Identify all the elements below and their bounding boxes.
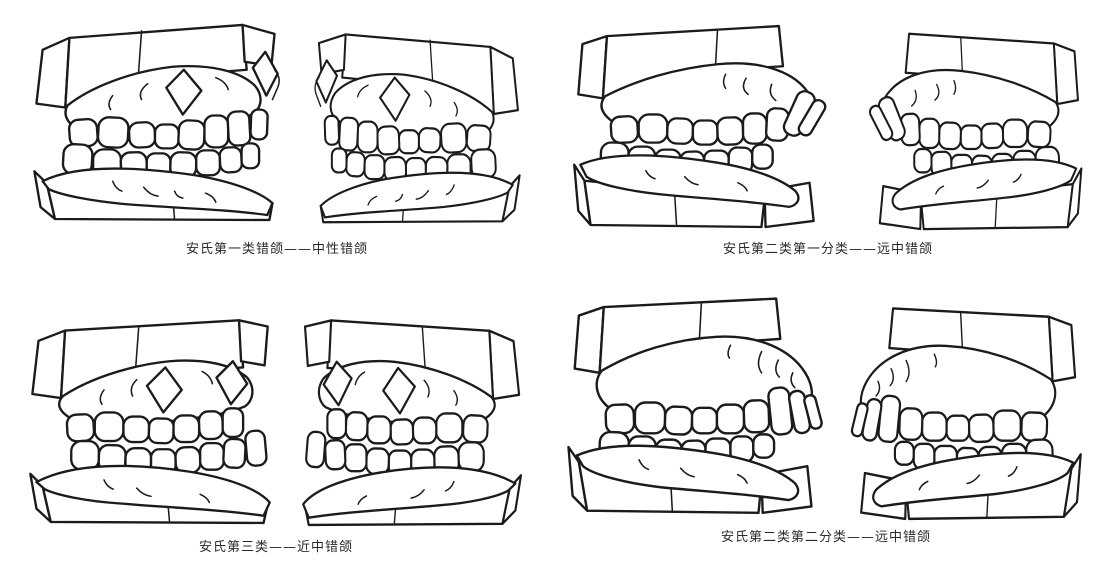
panel-caption: 安氏第二类第二分类——远中错颌 xyxy=(720,530,931,545)
dental-cast-right-lateral-drawing xyxy=(866,32,1083,231)
dental-cast-left-lateral-drawing xyxy=(33,23,281,222)
dental-cast-left-lateral-drawing xyxy=(573,24,829,229)
panel-angle-class-2-division-1: 安氏第二类第一分类——远中错颌 xyxy=(564,14,1092,257)
dental-cast-left-lateral-drawing xyxy=(29,319,271,525)
panel-caption: 安氏第一类错颌——中性错颌 xyxy=(185,242,368,257)
dental-cast-left-lateral-drawing xyxy=(567,297,825,515)
panel-angle-class-1: 安氏第一类错颌——中性错颌 xyxy=(22,12,532,257)
cast-views xyxy=(22,12,532,228)
panel-angle-class-2-division-2: 安氏第二类第二分类——远中错颌 xyxy=(556,288,1096,545)
panel-caption: 安氏第二类第一分类——远中错颌 xyxy=(722,242,933,257)
panel-angle-class-3: 安氏第三类——近中错颌 xyxy=(16,306,536,555)
cast-views xyxy=(564,14,1092,232)
dental-cast-right-lateral-drawing xyxy=(849,307,1082,521)
dental-cast-right-lateral-drawing xyxy=(313,33,521,224)
cast-views xyxy=(16,306,536,528)
cast-views xyxy=(556,288,1096,522)
panel-caption: 安氏第三类——近中错颌 xyxy=(198,540,353,555)
dental-cast-right-lateral-drawing xyxy=(301,319,523,527)
